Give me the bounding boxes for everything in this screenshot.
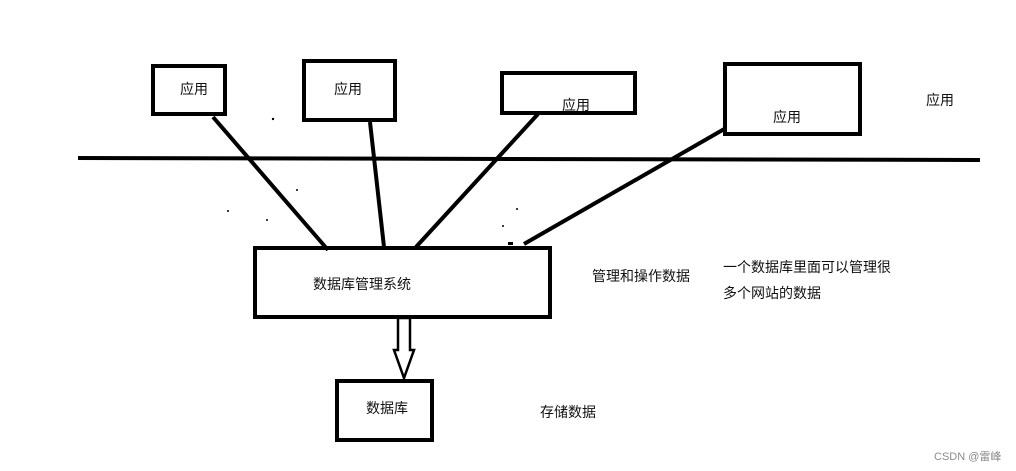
stray-dot (227, 210, 229, 212)
connector-app-2 (368, 121, 386, 248)
app-box-label: 应用 (562, 98, 590, 114)
stray-dot (502, 225, 504, 227)
connector-app-3 (414, 112, 540, 249)
app-box-3: 应用 (500, 71, 637, 115)
dbms-label: 数据库管理系统 (313, 277, 411, 293)
connector-app-4 (523, 126, 727, 246)
stray-dot (271, 117, 275, 121)
app-box-4: 应用 (723, 62, 862, 136)
app-box-1: 应用 (151, 64, 227, 116)
dbms-note-line1: 一个数据库里面可以管理很 (723, 260, 891, 276)
storage-role-label: 存储数据 (540, 405, 596, 421)
app-box-label: 应用 (180, 82, 208, 98)
stray-mark (508, 242, 513, 245)
app-box-label: 应用 (773, 110, 801, 126)
database-box: 数据库 (335, 379, 434, 442)
app-layer-label: 应用 (926, 93, 954, 109)
watermark: CSDN @雷峰 (934, 451, 1002, 463)
layer-separator-line (77, 156, 981, 162)
stray-dot (516, 208, 518, 210)
app-box-2: 应用 (302, 59, 397, 122)
dbms-box: 数据库管理系统 (253, 246, 552, 319)
stray-dot (296, 189, 298, 191)
dbms-note-line2: 多个网站的数据 (723, 286, 821, 302)
connector-app-1 (211, 115, 330, 252)
app-box-label: 应用 (334, 82, 362, 98)
database-label: 数据库 (366, 401, 408, 417)
down-arrow-icon (392, 316, 416, 382)
stray-dot (266, 219, 268, 221)
dbms-role-label: 管理和操作数据 (592, 269, 690, 285)
